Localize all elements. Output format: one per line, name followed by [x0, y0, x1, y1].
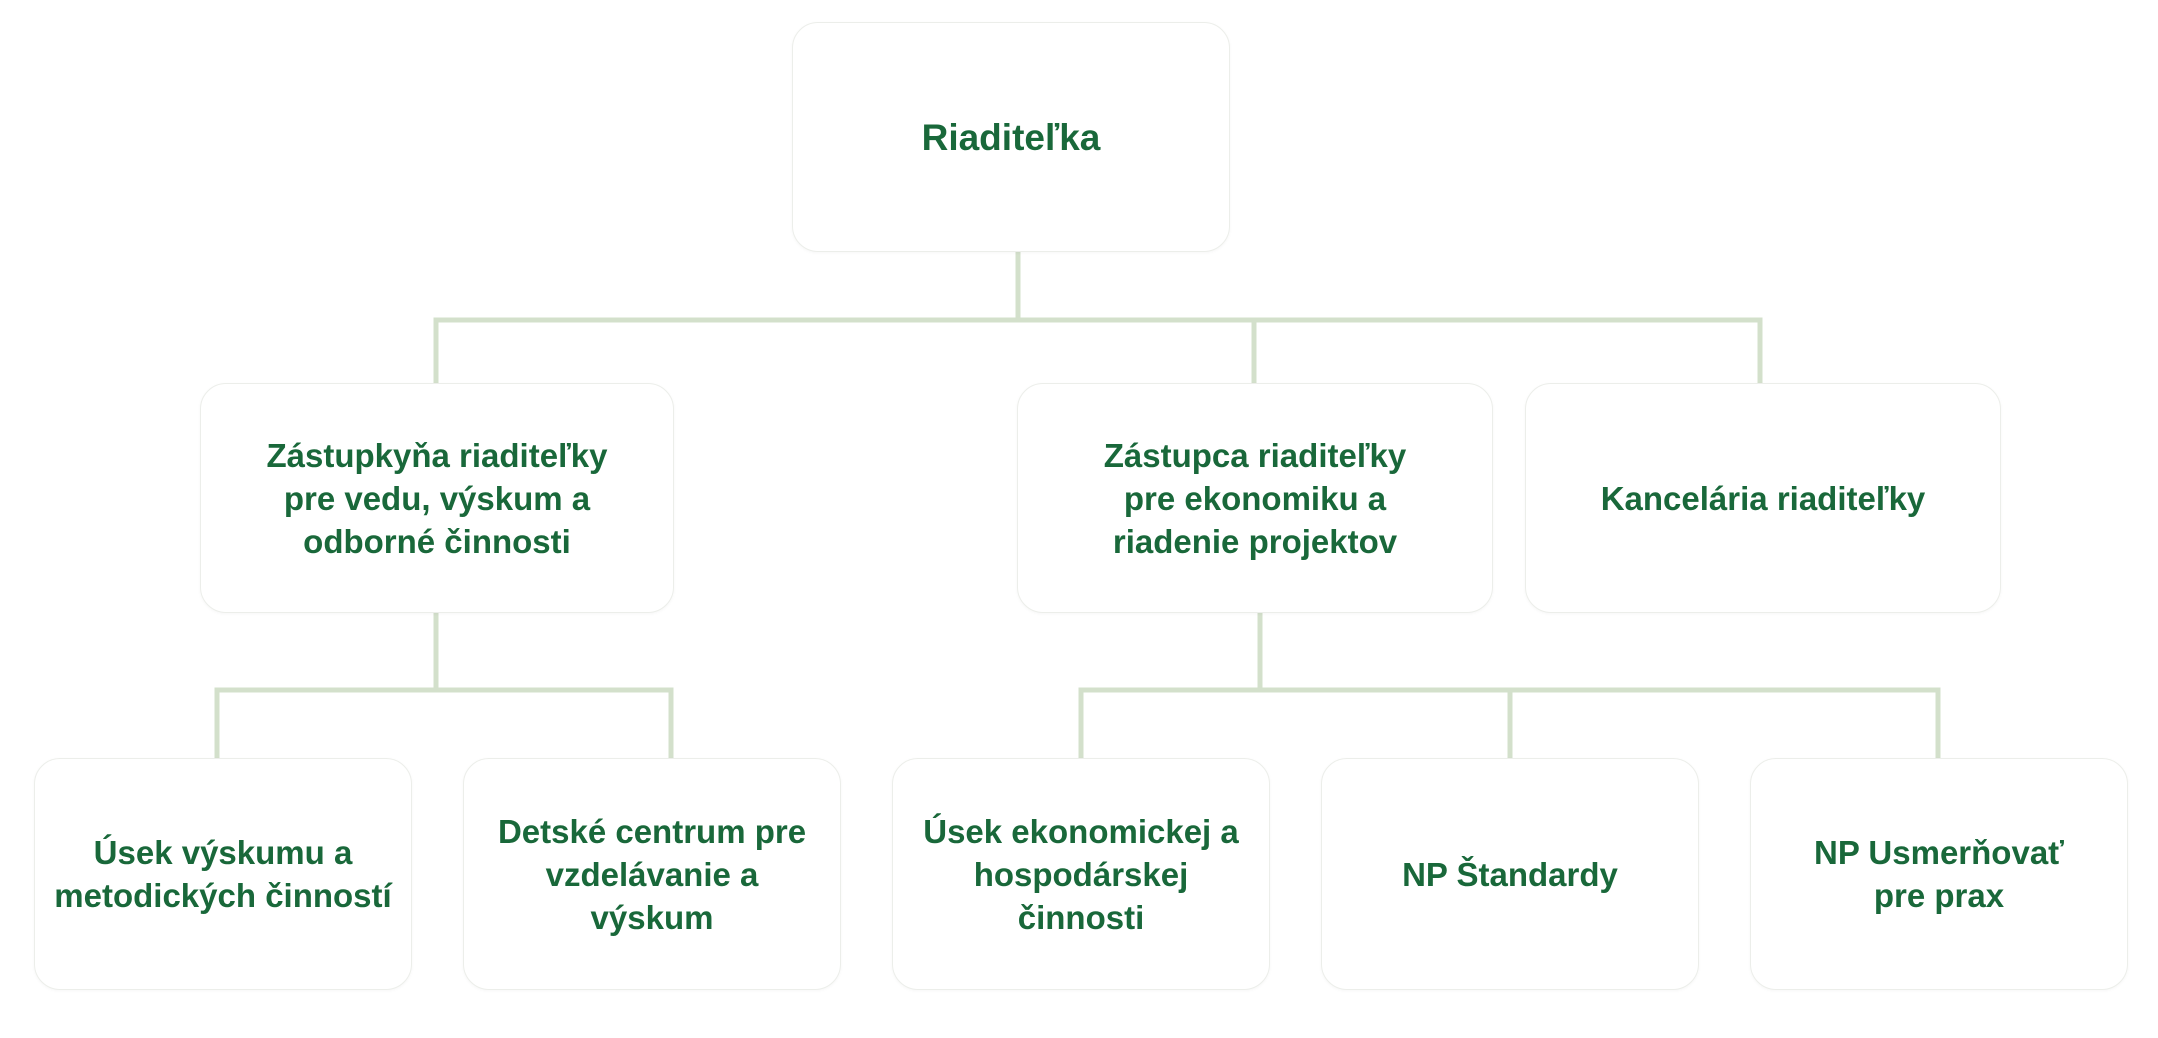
node-np-guide-label: NP Usmerňovať pre prax	[1814, 834, 2064, 914]
node-np-guide: NP Usmerňovať pre prax	[1750, 758, 2128, 990]
node-directors-office-label: Kancelária riaditeľky	[1600, 479, 1926, 517]
node-director: Riaditeľka	[792, 22, 1230, 252]
node-deputy-science-label: Zástupkyňa riaditeľky pre vedu, výskum a…	[266, 436, 608, 560]
node-research-dept: Úsek výskumu a metodických činností	[34, 758, 412, 990]
node-research-dept-label: Úsek výskumu a metodických činností	[54, 834, 392, 914]
node-np-standards: NP Štandardy	[1321, 758, 1699, 990]
node-director-label: Riaditeľka	[921, 116, 1101, 158]
node-economic-dept-label: Úsek ekonomickej a hospodárskej činnosti	[923, 812, 1239, 936]
node-deputy-science: Zástupkyňa riaditeľky pre vedu, výskum a…	[200, 383, 674, 613]
node-economic-dept: Úsek ekonomickej a hospodárskej činnosti	[892, 758, 1270, 990]
node-children-centre-label: Detské centrum pre vzdelávanie a výskum	[497, 812, 807, 936]
node-children-centre: Detské centrum pre vzdelávanie a výskum	[463, 758, 841, 990]
node-deputy-economics-label: Zástupca riaditeľky pre ekonomiku a riad…	[1103, 436, 1407, 560]
node-deputy-economics: Zástupca riaditeľky pre ekonomiku a riad…	[1017, 383, 1493, 613]
node-directors-office: Kancelária riaditeľky	[1525, 383, 2001, 613]
node-np-standards-label: NP Štandardy	[1402, 855, 1618, 893]
